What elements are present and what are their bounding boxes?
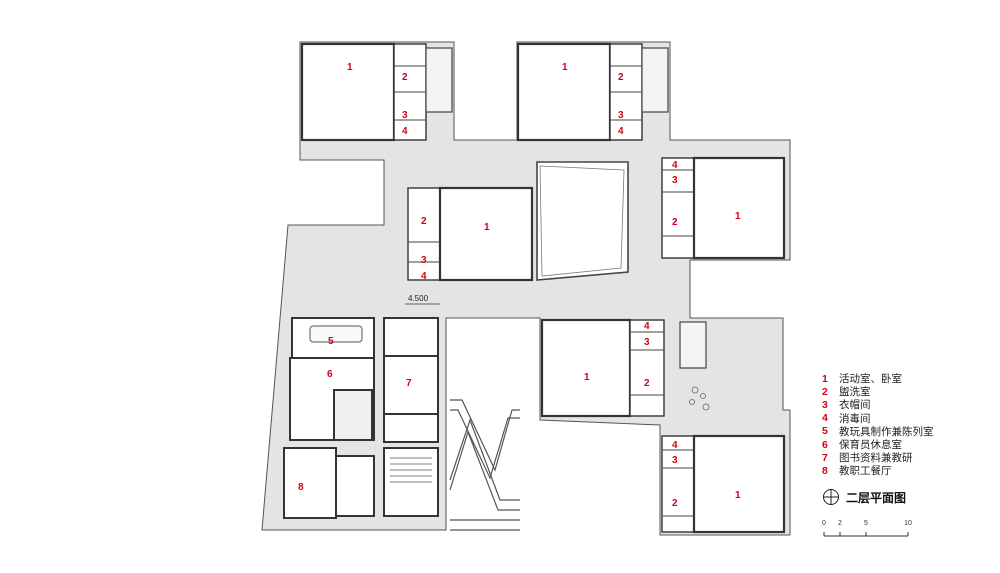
room-label: 6 xyxy=(327,369,333,380)
scale-label: 2 xyxy=(838,520,842,527)
room-label: 3 xyxy=(421,255,427,266)
room-label: 3 xyxy=(402,110,408,121)
room-label: 5 xyxy=(328,336,334,347)
scale-bar-graphic xyxy=(823,532,909,537)
room-label: 3 xyxy=(618,110,624,121)
legend-item: 3 衣帽间 xyxy=(822,398,992,412)
legend-number: 7 xyxy=(822,451,828,464)
legend-label: 衣帽间 xyxy=(839,399,871,412)
room-label: 3 xyxy=(644,337,650,348)
room-label: 1 xyxy=(735,490,741,501)
legend-label: 消毒间 xyxy=(839,412,871,425)
classroom-unit-center-right xyxy=(540,318,707,418)
room-label: 2 xyxy=(402,72,408,83)
legend-item: 5 教玩具制作兼陈列室 xyxy=(822,425,992,438)
classroom-unit-right-upper xyxy=(661,156,786,260)
scale-label: 5 xyxy=(864,520,868,527)
room-label: 1 xyxy=(484,222,490,233)
classroom-unit-top-center xyxy=(516,42,669,142)
legend-label: 教玩具制作兼陈列室 xyxy=(839,425,934,438)
north-arrow-icon xyxy=(823,489,839,505)
room-label: 4 xyxy=(421,271,427,282)
room-label: 3 xyxy=(672,175,678,186)
scale-label: 0 xyxy=(822,520,826,527)
legend-number: 4 xyxy=(822,412,828,425)
room-label: 2 xyxy=(618,72,624,83)
plan-title: 二层平面图 xyxy=(846,490,907,505)
legend-label: 盥洗室 xyxy=(839,386,871,399)
legend-label: 活动室、卧室 xyxy=(839,373,902,386)
plan-title-block: 二层平面图 xyxy=(822,488,906,506)
elevation-text: 4.500 xyxy=(408,294,429,303)
legend-item: 2 盥洗室 xyxy=(822,385,992,399)
exterior-stair-ramp xyxy=(449,399,520,531)
room-label: 1 xyxy=(347,62,353,73)
room-label: 2 xyxy=(644,378,650,389)
legend-number: 8 xyxy=(822,464,828,477)
room-label: 4 xyxy=(672,440,678,451)
room-label: 2 xyxy=(672,498,678,509)
courtyard-inner-line xyxy=(539,165,625,277)
room-label: 3 xyxy=(672,455,678,466)
legend-number: 2 xyxy=(822,385,828,398)
legend-item: 8 教职工餐厅 xyxy=(822,464,992,478)
room-legend: 1 活动室、卧室 2 盥洗室 3 衣帽间 4 消毒间 5 教玩具制作兼陈列室 6… xyxy=(822,372,992,478)
classroom-unit-center xyxy=(407,186,534,282)
legend-number: 6 xyxy=(822,438,828,451)
legend-item: 1 活动室、卧室 xyxy=(822,372,992,386)
legend-number: 3 xyxy=(822,398,828,411)
legend-item: 4 消毒间 xyxy=(822,412,992,425)
classroom-unit-top-left xyxy=(300,42,453,142)
legend-item: 7 图书资料兼教研 xyxy=(822,451,992,465)
room-labels: 1 2 3 4 1 2 3 4 4 3 2 1 2 1 3 4 4 3 1 2 … xyxy=(298,62,741,509)
legend-number: 1 xyxy=(822,372,828,385)
legend-label: 保育员休息室 xyxy=(839,439,902,452)
room-label: 4 xyxy=(644,321,650,332)
room-label: 8 xyxy=(298,482,304,493)
elevation-mark: 4.500 xyxy=(405,294,440,305)
legend-number: 5 xyxy=(822,425,828,438)
classroom-unit-bottom-right xyxy=(661,434,786,534)
conference-table xyxy=(309,325,363,343)
legend-label: 教职工餐厅 xyxy=(839,465,892,478)
room-label: 2 xyxy=(672,217,678,228)
room-label: 4 xyxy=(402,126,408,137)
legend-item: 6 保育员休息室 xyxy=(822,438,992,452)
room-label: 1 xyxy=(584,372,590,383)
room-label: 1 xyxy=(735,211,741,222)
staff-block xyxy=(283,317,439,519)
room-label: 7 xyxy=(406,378,412,389)
legend-label: 图书资料兼教研 xyxy=(839,452,913,465)
stair-staff xyxy=(390,457,432,483)
terrace-circles xyxy=(689,386,710,411)
room-label: 4 xyxy=(618,126,624,137)
central-courtyard xyxy=(536,161,629,281)
scale-bar: 0 2 5 10 xyxy=(822,520,922,544)
room-label: 4 xyxy=(672,160,678,171)
room-label: 2 xyxy=(421,216,427,227)
room-label: 1 xyxy=(562,62,568,73)
scale-label: 10 xyxy=(904,520,912,527)
